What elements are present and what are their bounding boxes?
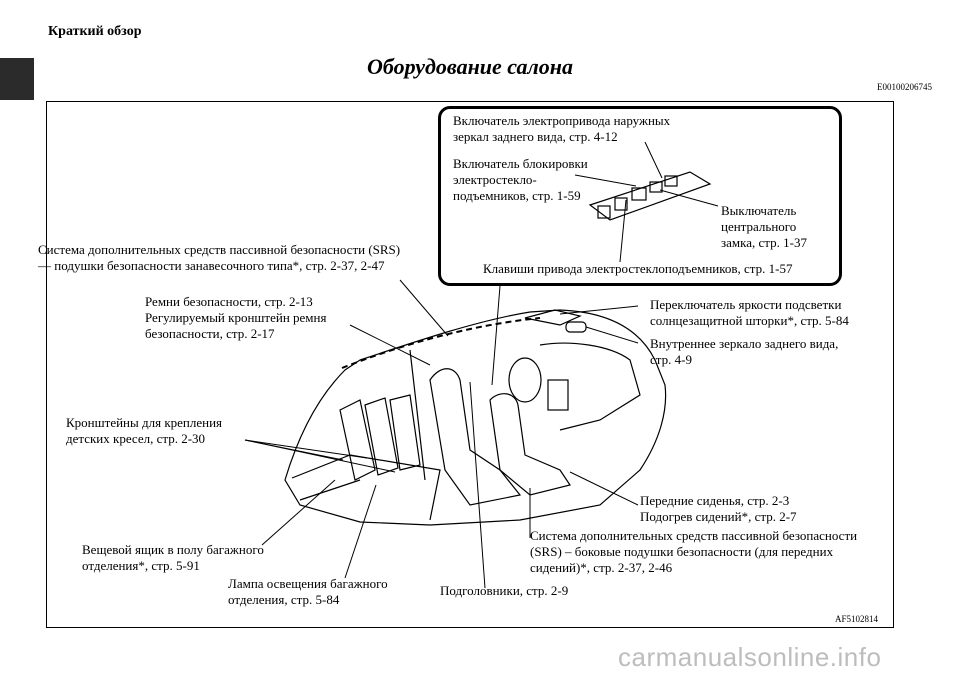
front-seats-label: Передние сиденья, стр. 2-3 Подогрев сиде… xyxy=(640,493,797,524)
seat-belts-label: Ремни безопасности, стр. 2-13 Регулируем… xyxy=(145,294,327,341)
window-lock-label: Включатель блокировки электростекло- под… xyxy=(453,156,588,203)
mirror-switch-label: Включатель электропривода наружных зерка… xyxy=(453,113,671,144)
child-seat-anchors-label: Кронштейны для крепления детских кресел,… xyxy=(66,415,223,446)
section-header: Краткий обзор xyxy=(48,24,142,39)
document-code: E00100206745 xyxy=(877,82,932,92)
sunshade-light-label: Переключатель яркости подсветки солнцеза… xyxy=(650,297,849,328)
rearview-mirror-label: Внутреннее зеркало заднего вида, стр. 4-… xyxy=(650,336,839,367)
central-lock-label: Выключатель центрального замка, стр. 1-3… xyxy=(721,203,807,250)
cargo-lamp-label: Лампа освещения багажного отделения, стр… xyxy=(228,576,388,607)
door-switch-callout xyxy=(438,106,842,286)
srs-curtain-label: Система дополнительных средств пассивной… xyxy=(38,242,401,273)
srs-side-airbags-label: Система дополнительных средств пассивной… xyxy=(530,528,858,575)
figure-frame xyxy=(46,101,894,628)
watermark: carmanualsonline.info xyxy=(618,642,882,672)
headrests-label: Подголовники, стр. 2-9 xyxy=(440,583,569,598)
page-title: Оборудование салона xyxy=(367,54,573,79)
window-keys-label: Клавиши привода электростеклоподъемников… xyxy=(483,261,793,276)
section-tab-marker xyxy=(0,58,34,100)
figure-code: AF5102814 xyxy=(835,614,879,624)
floor-storage-label: Вещевой ящик в полу багажного отделения*… xyxy=(82,542,264,573)
